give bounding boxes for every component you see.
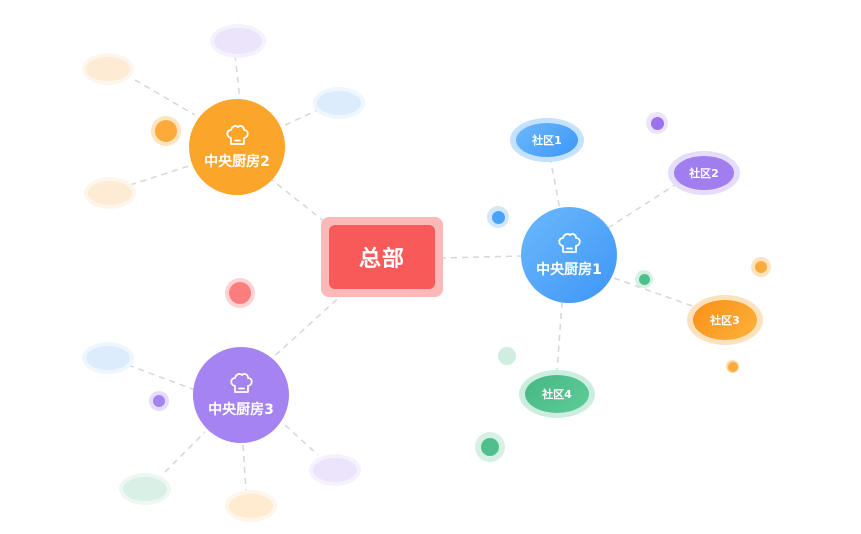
- community-node-1[interactable]: 社区1: [510, 118, 584, 162]
- kitchen-node-1[interactable]: 中央厨房1: [521, 207, 617, 303]
- decorative-dot: [751, 257, 771, 277]
- kitchen-label: 中央厨房1: [536, 262, 602, 278]
- decorative-dot: [149, 391, 169, 411]
- chef-hat-icon: [230, 373, 253, 393]
- ghost-node: [88, 181, 132, 205]
- community-node-3[interactable]: 社区3: [687, 295, 763, 345]
- decorative-dot: [498, 347, 516, 365]
- ghost-node: [229, 494, 273, 518]
- community-node-4[interactable]: 社区4: [519, 370, 595, 418]
- ghost-node: [86, 57, 130, 81]
- decorative-dot: [646, 112, 668, 134]
- kitchen-node-3[interactable]: 中央厨房3: [193, 347, 289, 443]
- kitchen-label: 中央厨房3: [208, 402, 274, 418]
- community-label: 社区4: [542, 388, 572, 401]
- chef-hat-icon: [558, 233, 581, 253]
- community-label: 社区1: [532, 134, 562, 147]
- decorative-dot: [487, 206, 509, 228]
- ghost-node: [123, 477, 167, 501]
- headquarters-node[interactable]: 总部: [321, 217, 443, 297]
- chef-hat-icon: [226, 125, 249, 145]
- decorative-dot: [726, 360, 739, 373]
- decorative-dot: [151, 116, 181, 146]
- community-node-2[interactable]: 社区2: [668, 151, 740, 195]
- ghost-node: [86, 346, 130, 370]
- headquarters-label: 总部: [329, 225, 435, 289]
- community-label: 社区3: [710, 314, 740, 327]
- kitchen-node-2[interactable]: 中央厨房2: [189, 99, 285, 195]
- ghost-node: [317, 91, 361, 115]
- ghost-node: [214, 28, 262, 54]
- ghost-node: [313, 458, 357, 482]
- decorative-dot: [475, 432, 505, 462]
- community-label: 社区2: [689, 167, 719, 180]
- kitchen-label: 中央厨房2: [204, 154, 270, 170]
- decorative-dot: [635, 270, 653, 288]
- decorative-dot: [225, 278, 255, 308]
